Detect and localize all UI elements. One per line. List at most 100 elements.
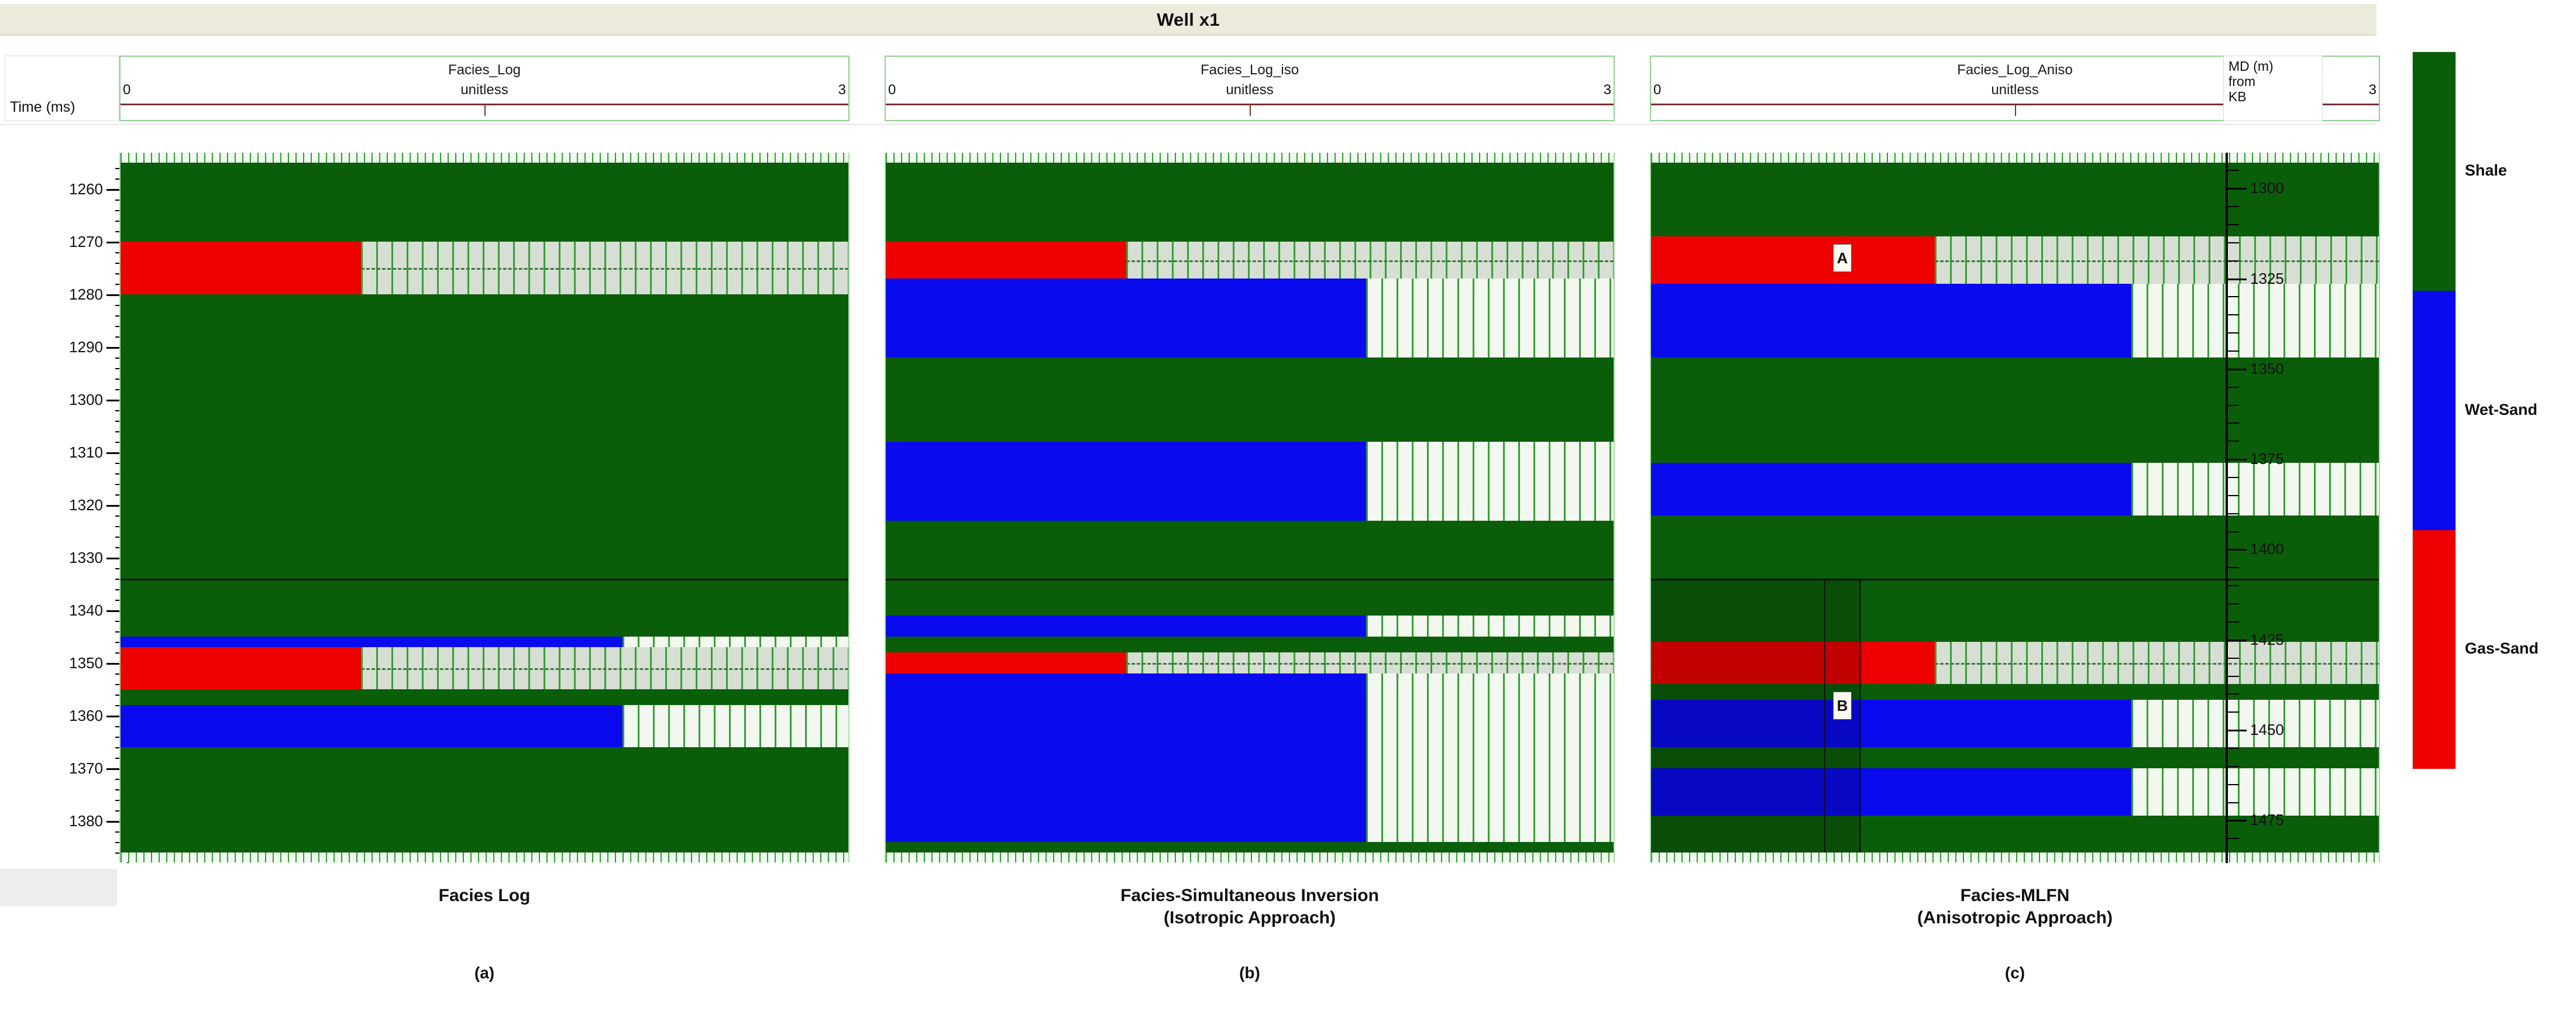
facies-bed <box>1651 700 2379 747</box>
md-minor-tick <box>2228 494 2239 496</box>
facies-fill-wet-sand <box>1651 768 2131 816</box>
facies-bed <box>1651 684 2379 700</box>
facies-fill-wet-sand <box>886 442 1366 521</box>
track-header-facies-log-iso[interactable]: Facies_Log_iso unitless 0 3 <box>885 56 1615 121</box>
time-axis-label-box: Time (ms) <box>5 56 119 121</box>
md-axis-label-line-1: MD (m) <box>2228 59 2274 74</box>
track-facies-log-iso[interactable] <box>885 153 1615 862</box>
marker-b[interactable]: B <box>1833 692 1852 720</box>
scale-min-label: 0 <box>888 82 896 98</box>
time-tick-label: 1360 <box>69 707 103 724</box>
time-major-tick <box>106 716 126 717</box>
track-header-facies-log[interactable]: Facies_Log unitless 0 3 <box>119 56 850 121</box>
md-minor-tick <box>2228 531 2239 532</box>
md-major-tick <box>2228 549 2247 551</box>
facies-fill-gas-sand <box>121 647 361 689</box>
page-title: Well x1 <box>1157 9 1220 30</box>
caption-line-sub: (Anisotropic Approach) <box>1917 908 2113 928</box>
facies-bed <box>121 647 848 689</box>
scale-max-label: 3 <box>2368 82 2376 98</box>
md-minor-tick <box>2228 513 2239 514</box>
md-axis-line <box>2226 153 2228 863</box>
facies-hatch-area <box>2131 463 2379 515</box>
md-minor-tick <box>2228 621 2239 623</box>
time-major-tick <box>106 400 126 401</box>
facies-hatch-area <box>622 637 848 647</box>
md-minor-tick <box>2228 350 2239 352</box>
track-facies-log[interactable] <box>119 153 850 862</box>
facies-bed <box>886 637 1614 652</box>
facies-hatch-area <box>622 705 848 747</box>
scale-min-label: 0 <box>1653 82 1662 98</box>
facies-bed <box>121 242 848 294</box>
caption-shelf <box>0 869 117 906</box>
md-minor-tick <box>2228 206 2239 208</box>
md-major-tick <box>2228 730 2247 732</box>
time-tick-label: 1330 <box>69 549 103 566</box>
facies-bed <box>1651 284 2379 358</box>
facies-fill-gas-sand <box>886 242 1126 279</box>
time-tick-label: 1320 <box>69 496 103 514</box>
caption-panel-c: Facies-MLFN (Anisotropic Approach) <box>1650 885 2380 930</box>
md-minor-tick <box>2228 314 2239 316</box>
facies-fill-gas-sand <box>1651 642 1935 684</box>
facies-fill-shale <box>1651 358 2379 463</box>
facies-bed <box>886 842 1614 853</box>
facies-fill-shale <box>1651 515 2379 579</box>
facies-fill-shale <box>1651 163 2379 236</box>
facies-fill-shale <box>121 294 848 579</box>
facies-bed <box>121 579 848 637</box>
md-minor-tick <box>2228 332 2239 334</box>
md-tick-label: 1375 <box>2250 450 2284 468</box>
facies-bed <box>1651 515 2379 579</box>
facies-fill-wet-sand <box>1651 284 2131 358</box>
caption-line-sub: (Isotropic Approach) <box>1164 908 1336 928</box>
md-minor-tick <box>2228 242 2239 243</box>
track-top-tick-row <box>121 153 848 163</box>
caption-panel-a: Facies Log <box>119 885 850 907</box>
facies-fill-wet-sand <box>121 637 622 647</box>
facies-fill-wet-sand <box>121 705 622 747</box>
facies-fill-shale <box>1651 816 2379 853</box>
md-axis-label-line-2: from <box>2228 73 2255 89</box>
md-major-tick <box>2228 188 2247 190</box>
md-minor-tick <box>2228 693 2239 695</box>
time-tick-label: 1310 <box>69 444 103 461</box>
md-minor-tick <box>2228 747 2239 749</box>
facies-bed <box>1651 747 2379 768</box>
md-minor-tick <box>2228 675 2239 677</box>
facies-fill-wet-sand <box>886 616 1366 637</box>
facies-bed <box>121 637 848 647</box>
facies-bed <box>886 673 1614 842</box>
time-major-tick <box>106 242 126 243</box>
caption-panel-b: Facies-Simultaneous Inversion (Isotropic… <box>885 885 1615 930</box>
window-title-bar: Well x1 <box>0 4 2376 36</box>
facies-hatch-area <box>2131 700 2379 747</box>
highlight-shading <box>1651 579 1862 853</box>
facies-hatch-area <box>1366 616 1614 637</box>
facies-hatch-area <box>1366 673 1614 842</box>
md-axis-label-line-3: KB <box>2228 88 2247 104</box>
legend-label-wet-sand: Wet-Sand <box>2465 400 2538 418</box>
panel-letter-c: (c) <box>2004 964 2025 982</box>
md-minor-tick <box>2228 783 2239 785</box>
facies-fill-shale <box>121 747 848 853</box>
facies-fill-gas-sand <box>1651 236 1935 284</box>
facies-dashed-baseline <box>1935 260 2379 262</box>
facies-fill-gas-sand <box>121 242 361 294</box>
scale-rule <box>886 104 1614 105</box>
md-minor-tick <box>2228 567 2239 569</box>
md-minor-tick <box>2228 765 2239 767</box>
facies-dashed-baseline <box>1935 663 2379 665</box>
panel-letter-b: (b) <box>1239 964 1260 982</box>
guide-line <box>1859 579 1860 853</box>
facies-bed <box>886 579 1614 616</box>
facies-bed <box>1651 358 2379 463</box>
scale-center-tick <box>2015 105 2016 116</box>
marker-a[interactable]: A <box>1833 244 1852 272</box>
md-minor-tick <box>2228 296 2239 298</box>
